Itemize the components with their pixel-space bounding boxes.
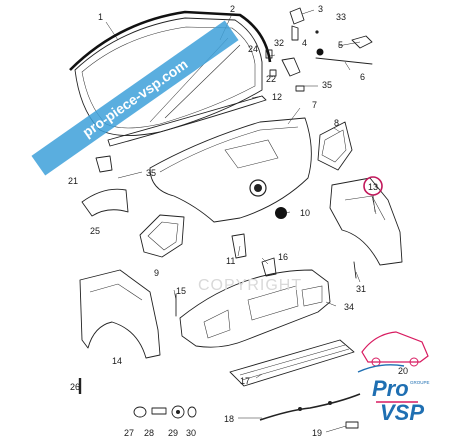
callout-34: 34	[344, 302, 354, 312]
callout-18: 18	[224, 414, 234, 424]
fender-right	[329, 177, 403, 266]
callout-7: 7	[312, 100, 317, 110]
callout-32: 32	[274, 38, 284, 48]
rear-bumper	[179, 269, 331, 348]
callout-30: 30	[186, 428, 196, 438]
fasteners	[133, 405, 197, 419]
callout-28: 28	[144, 428, 154, 438]
window-seal-strip	[107, 95, 267, 147]
rear-emblem	[275, 207, 287, 219]
diffuser-grille	[229, 339, 355, 387]
logo-sub: GROUPE	[410, 380, 430, 385]
callout-14: 14	[112, 356, 122, 366]
callout-26: 26	[70, 382, 80, 392]
tailgate-panel	[149, 117, 312, 223]
logo-line2: VSP	[380, 400, 424, 425]
bracket-11	[231, 233, 247, 259]
trim-piece	[81, 188, 129, 217]
callout-15: 15	[176, 286, 186, 296]
leader-lines	[105, 9, 377, 433]
callout-4: 4	[302, 38, 307, 48]
fender-left	[79, 269, 161, 359]
callout-20: 20	[398, 366, 408, 376]
callout-27: 27	[124, 428, 134, 438]
tail-lamp-right	[317, 121, 353, 171]
callout-25: 25	[90, 226, 100, 236]
callout-21: 21	[68, 176, 78, 186]
hinge-22	[281, 57, 301, 77]
callout-29: 29	[168, 428, 178, 438]
callout-22: 22	[266, 74, 276, 84]
callout-19: 19	[312, 428, 322, 438]
clip-5	[351, 35, 373, 49]
logo-line1: Pro	[372, 376, 409, 401]
callout-labels: 1 2 3 33 32 4 5 6 24 22 35 12 7 8 21 35 …	[68, 4, 408, 438]
car-outline-icon	[361, 331, 429, 367]
wiring-harness	[259, 393, 361, 421]
callout-9: 9	[154, 268, 159, 278]
callout-35: 35	[322, 80, 332, 90]
bracket-3	[289, 7, 305, 25]
callout-5: 5	[338, 40, 343, 50]
callout-1: 1	[98, 12, 103, 22]
callout-12: 12	[272, 92, 282, 102]
callout-3: 3	[318, 4, 323, 14]
callout-13: 13	[368, 182, 378, 192]
watermark-banner: pro-piece-vsp.com	[31, 20, 239, 176]
callout-31: 31	[356, 284, 366, 294]
callout-35b: 35	[146, 168, 156, 178]
clip-19	[345, 421, 359, 429]
callout-16: 16	[278, 252, 288, 262]
callout-17: 17	[240, 376, 250, 386]
hinge-32	[291, 25, 299, 41]
bracket-16	[261, 257, 277, 277]
callout-33: 33	[336, 12, 346, 22]
bracket-21	[95, 155, 113, 173]
callout-11: 11	[226, 256, 235, 266]
watermark-copyright: COPYRIGHT	[198, 277, 302, 294]
tail-lamp-left	[139, 214, 185, 258]
callout-6: 6	[360, 72, 365, 82]
callout-2: 2	[230, 4, 235, 14]
provsp-logo: Pro VSP GROUPE	[357, 364, 430, 425]
callout-10: 10	[300, 208, 310, 218]
callout-8: 8	[334, 118, 339, 128]
callout-24: 24	[248, 44, 258, 54]
